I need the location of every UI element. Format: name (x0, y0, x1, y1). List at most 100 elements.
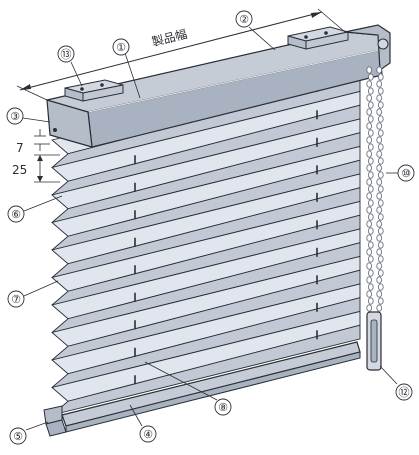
chain-bead (367, 297, 374, 305)
callout-13-label: ⑬ (61, 48, 72, 61)
chain-bead (376, 94, 383, 102)
width-label: 製品幅 (150, 26, 189, 49)
chain-bead (366, 66, 373, 74)
end-cap (46, 99, 93, 148)
chain-bead (366, 150, 373, 158)
chain-bead (377, 199, 384, 207)
chain-bead (366, 206, 373, 214)
chain-mechanism (344, 24, 391, 72)
chain-bead (367, 213, 374, 221)
chain-bead (376, 276, 383, 284)
callout-10: ⑩ (386, 164, 415, 182)
callout-8: ⑧ (144, 361, 232, 416)
callout-6-label: ⑥ (11, 208, 21, 221)
chain-bead (376, 66, 383, 74)
chain-bead (376, 178, 383, 186)
chain-bead (366, 136, 373, 144)
chain-bead (366, 290, 373, 298)
dimension-pitch: 25 (12, 154, 60, 183)
chain-bead (377, 171, 384, 179)
callout-2: ② (235, 10, 276, 51)
chain-bead (366, 234, 373, 242)
chain-bead (377, 227, 384, 235)
chain-bead (367, 129, 374, 137)
dimension-top: 7 (16, 129, 50, 155)
chain-bead (377, 157, 384, 165)
callout-12-label: ⑫ (399, 386, 410, 399)
chain-bead (376, 122, 383, 130)
callout-13: ⑬ (57, 45, 83, 87)
chain-bead (367, 87, 374, 95)
chain-bead (376, 304, 383, 312)
chain-bead (377, 143, 384, 151)
dimension-pitch-label: 25 (12, 163, 27, 177)
chain-bead (377, 129, 384, 137)
chain-bead (366, 122, 373, 130)
callout-7-label: ⑦ (11, 293, 21, 306)
callout-3-label: ③ (10, 110, 20, 123)
chain-bead (367, 115, 374, 123)
callout-8-label: ⑧ (218, 401, 228, 414)
chain-bead (377, 297, 384, 305)
chain-bead (367, 227, 374, 235)
chain-bead (377, 213, 384, 221)
chain-bead (366, 304, 373, 312)
chain-bead (366, 94, 373, 102)
callout-7: ⑦ (7, 280, 59, 308)
callout-6: ⑥ (7, 195, 63, 223)
chain-bead (376, 150, 383, 158)
callout-5: ⑤ (9, 421, 49, 445)
chain-bead (367, 157, 374, 165)
chain-bead (376, 234, 383, 242)
callout-4: ④ (129, 404, 157, 443)
chain-bead (367, 255, 374, 263)
chain-bead (377, 73, 384, 81)
callout-5-label: ⑤ (13, 430, 23, 443)
callout-1: ① (112, 38, 141, 99)
operating-chain (366, 66, 384, 312)
chain-bead (376, 248, 383, 256)
chain-bead (367, 283, 374, 291)
callout-4-label: ④ (143, 428, 153, 441)
chain-bead (367, 73, 374, 81)
chain-bead (366, 164, 373, 172)
chain-bead (376, 192, 383, 200)
chain-bead (377, 87, 384, 95)
chain-bead (376, 206, 383, 214)
chain-bead (377, 101, 384, 109)
chain-bead (367, 269, 374, 277)
chain-bead (376, 262, 383, 270)
chain-weight (366, 311, 382, 371)
chain-bead (367, 199, 374, 207)
chain-bead (376, 108, 383, 116)
pleated-fabric (51, 63, 361, 416)
dimension-top-label: 7 (16, 141, 24, 155)
chain-bead (366, 192, 373, 200)
chain-bead (366, 108, 373, 116)
end-cap-screw-icon (53, 128, 57, 132)
chain-bead (377, 269, 384, 277)
chain-bead (376, 290, 383, 298)
chain-bead (367, 241, 374, 249)
chain-bead (377, 115, 384, 123)
bottom-rail (61, 341, 361, 433)
callout-10-label: ⑩ (401, 167, 411, 180)
bracket-left (64, 79, 124, 102)
chain-bead (366, 80, 373, 88)
bottom-foot (43, 405, 67, 437)
chain-bead (367, 143, 374, 151)
callout-3: ③ (6, 107, 51, 125)
chain-bead (367, 101, 374, 109)
chain-bead (377, 241, 384, 249)
chain-bead (366, 262, 373, 270)
bracket-right (287, 26, 349, 50)
chain-bead (377, 185, 384, 193)
chain-bead (366, 276, 373, 284)
chain-bead (367, 185, 374, 193)
chain-bead (366, 178, 373, 186)
callout-2-label: ② (239, 13, 249, 26)
chain-bead (376, 164, 383, 172)
chain-bead (376, 80, 383, 88)
